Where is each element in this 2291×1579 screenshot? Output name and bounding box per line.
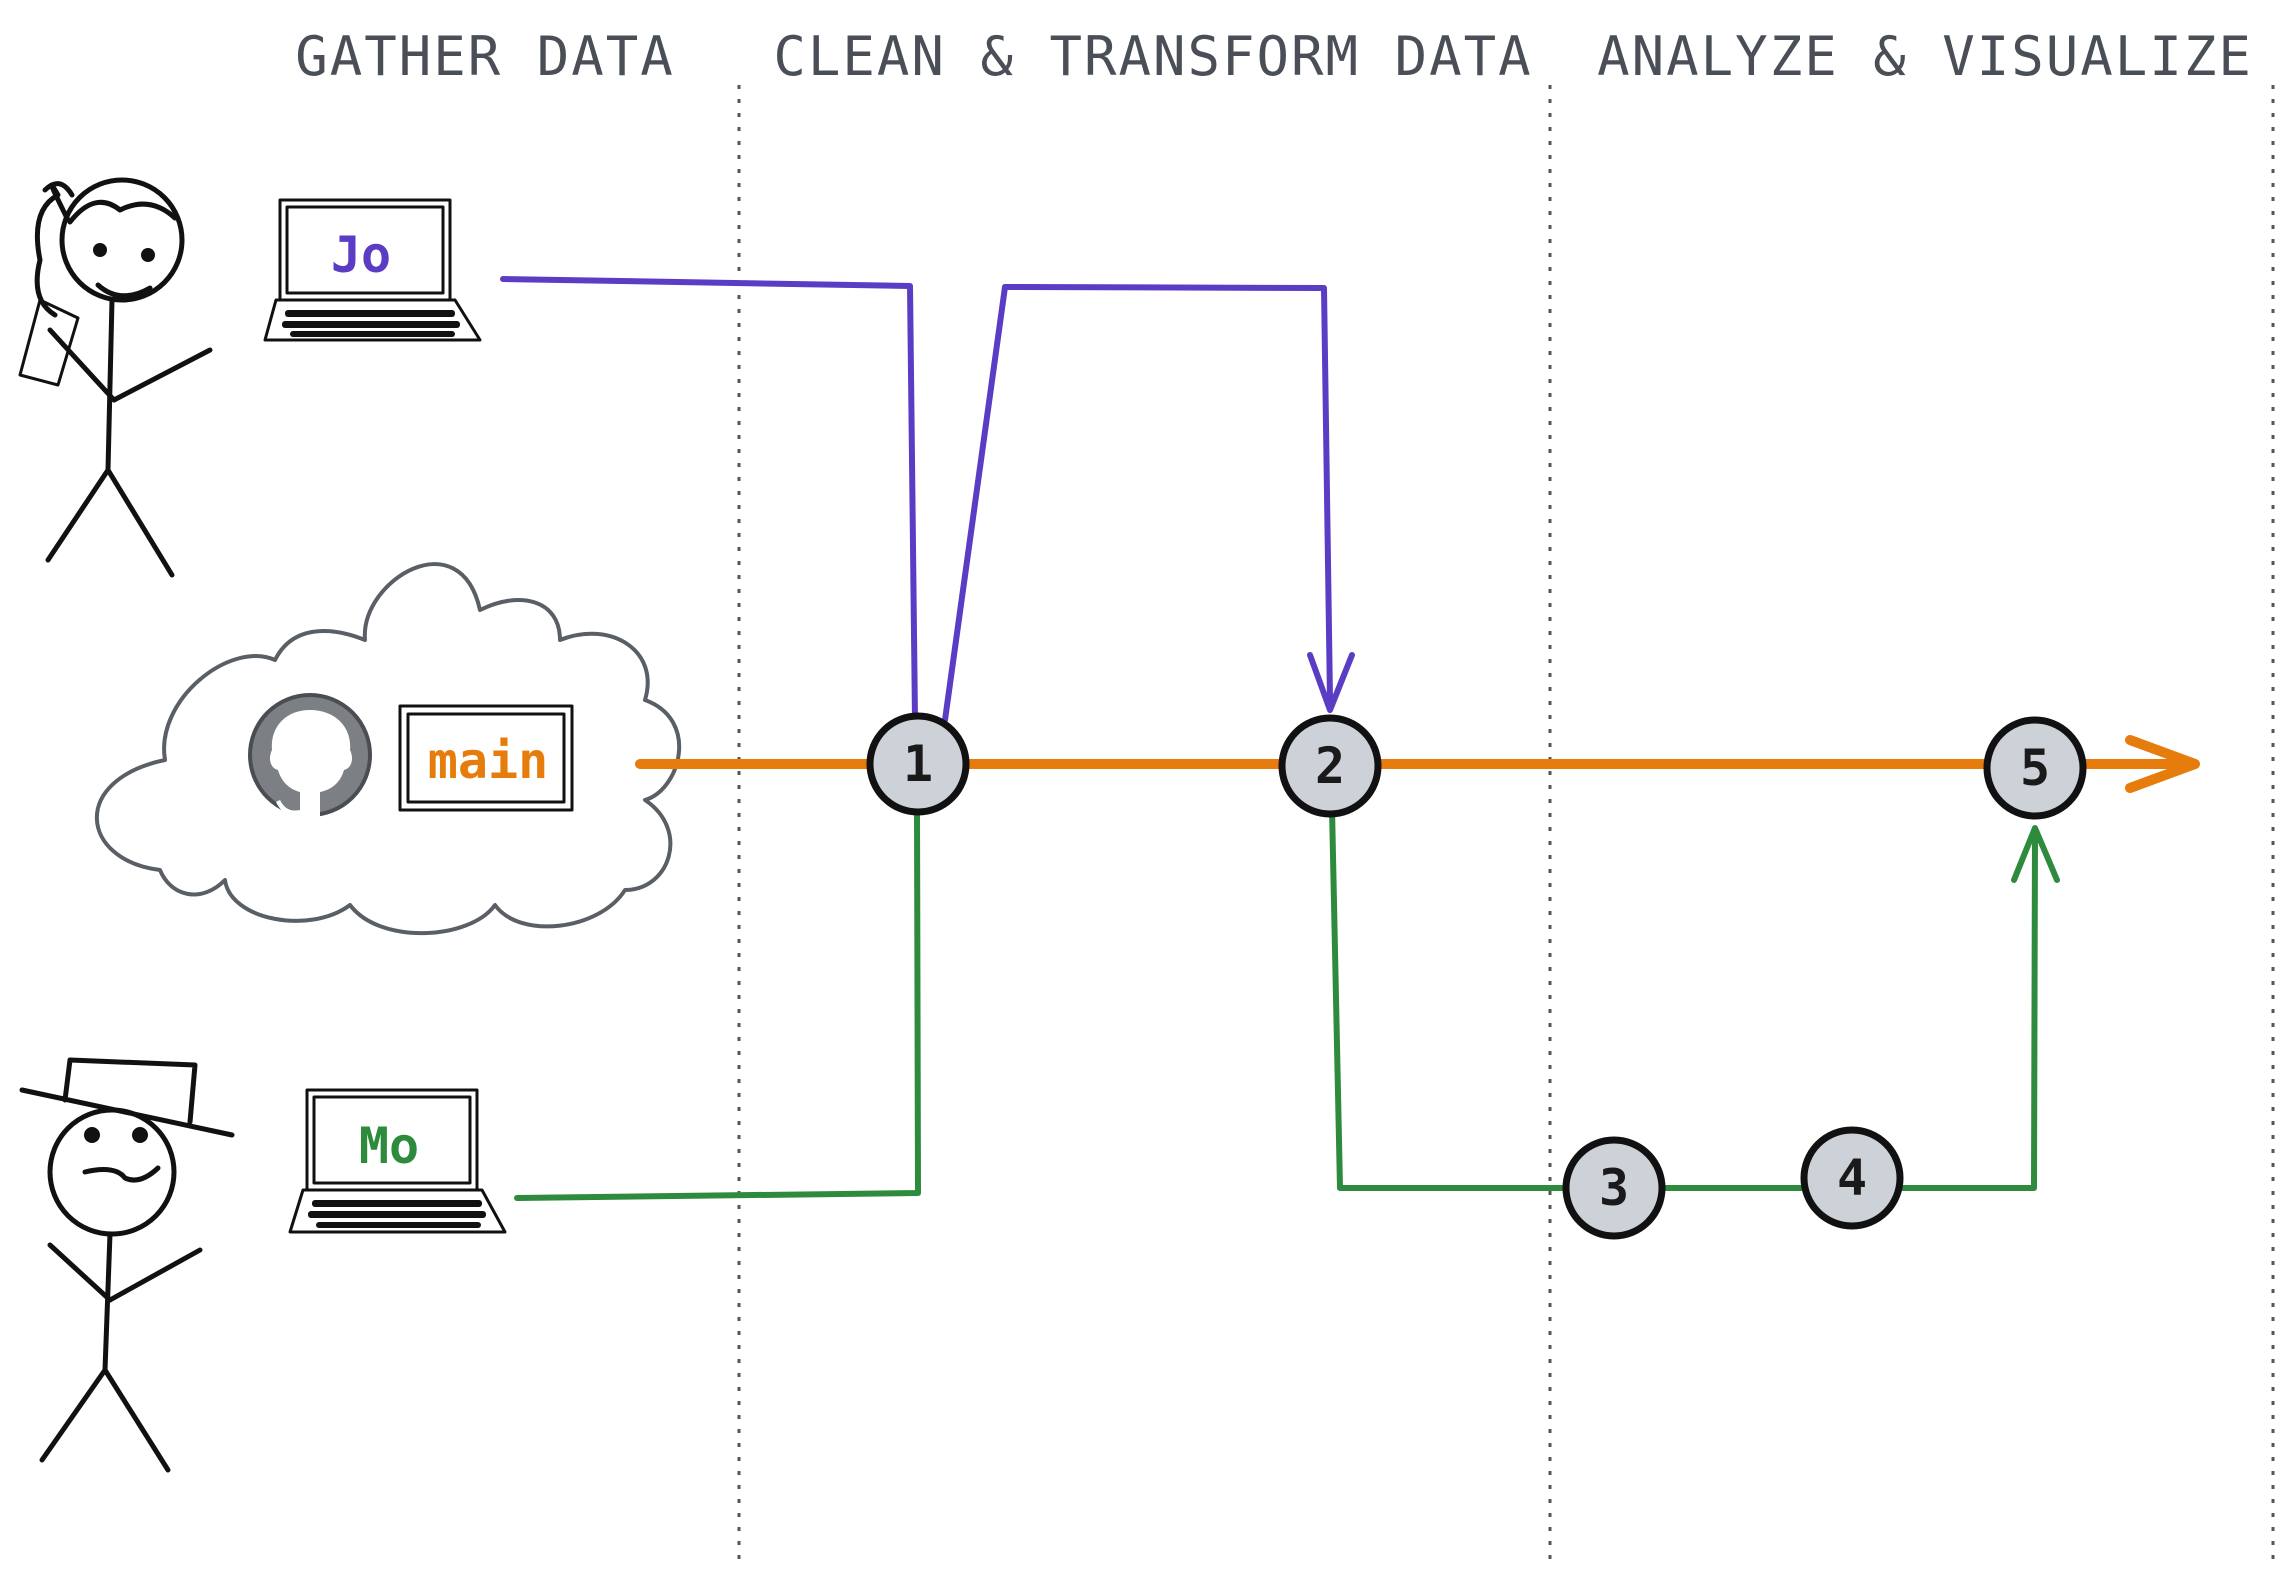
phase-clean-transform-data: CLEAN & TRANSFORM DATA [773, 25, 1532, 88]
svg-text:5: 5 [2020, 739, 2050, 797]
commit-node-5: 5 [1983, 716, 2087, 820]
commit-node-4: 4 [1800, 1126, 1904, 1230]
mo-branch-line [514, 805, 2060, 1201]
jo-stick-figure [18, 177, 213, 578]
svg-text:1: 1 [903, 735, 933, 793]
mo-stick-figure [19, 1057, 235, 1473]
commit-node-2: 2 [1278, 714, 1382, 818]
mo-laptop: Mo [288, 1088, 507, 1234]
main-branch-label: main [428, 732, 548, 790]
commit-node-3: 3 [1562, 1136, 1666, 1240]
jo-branch-line [500, 276, 1355, 723]
github-icon [248, 693, 372, 826]
jo-laptop-label: Jo [331, 226, 391, 284]
svg-text:3: 3 [1599, 1159, 1629, 1217]
commit-node-1: 1 [866, 712, 970, 816]
mo-laptop-label: Mo [359, 1117, 419, 1175]
svg-text:2: 2 [1315, 737, 1345, 795]
phase-analyze-visualize: ANALYZE & VISUALIZE [1597, 25, 2253, 88]
jo-laptop: Jo [263, 198, 482, 342]
phase-gather-data: GATHER DATA [295, 25, 675, 88]
remote-cloud: main [94, 562, 682, 936]
svg-text:4: 4 [1837, 1149, 1867, 1207]
